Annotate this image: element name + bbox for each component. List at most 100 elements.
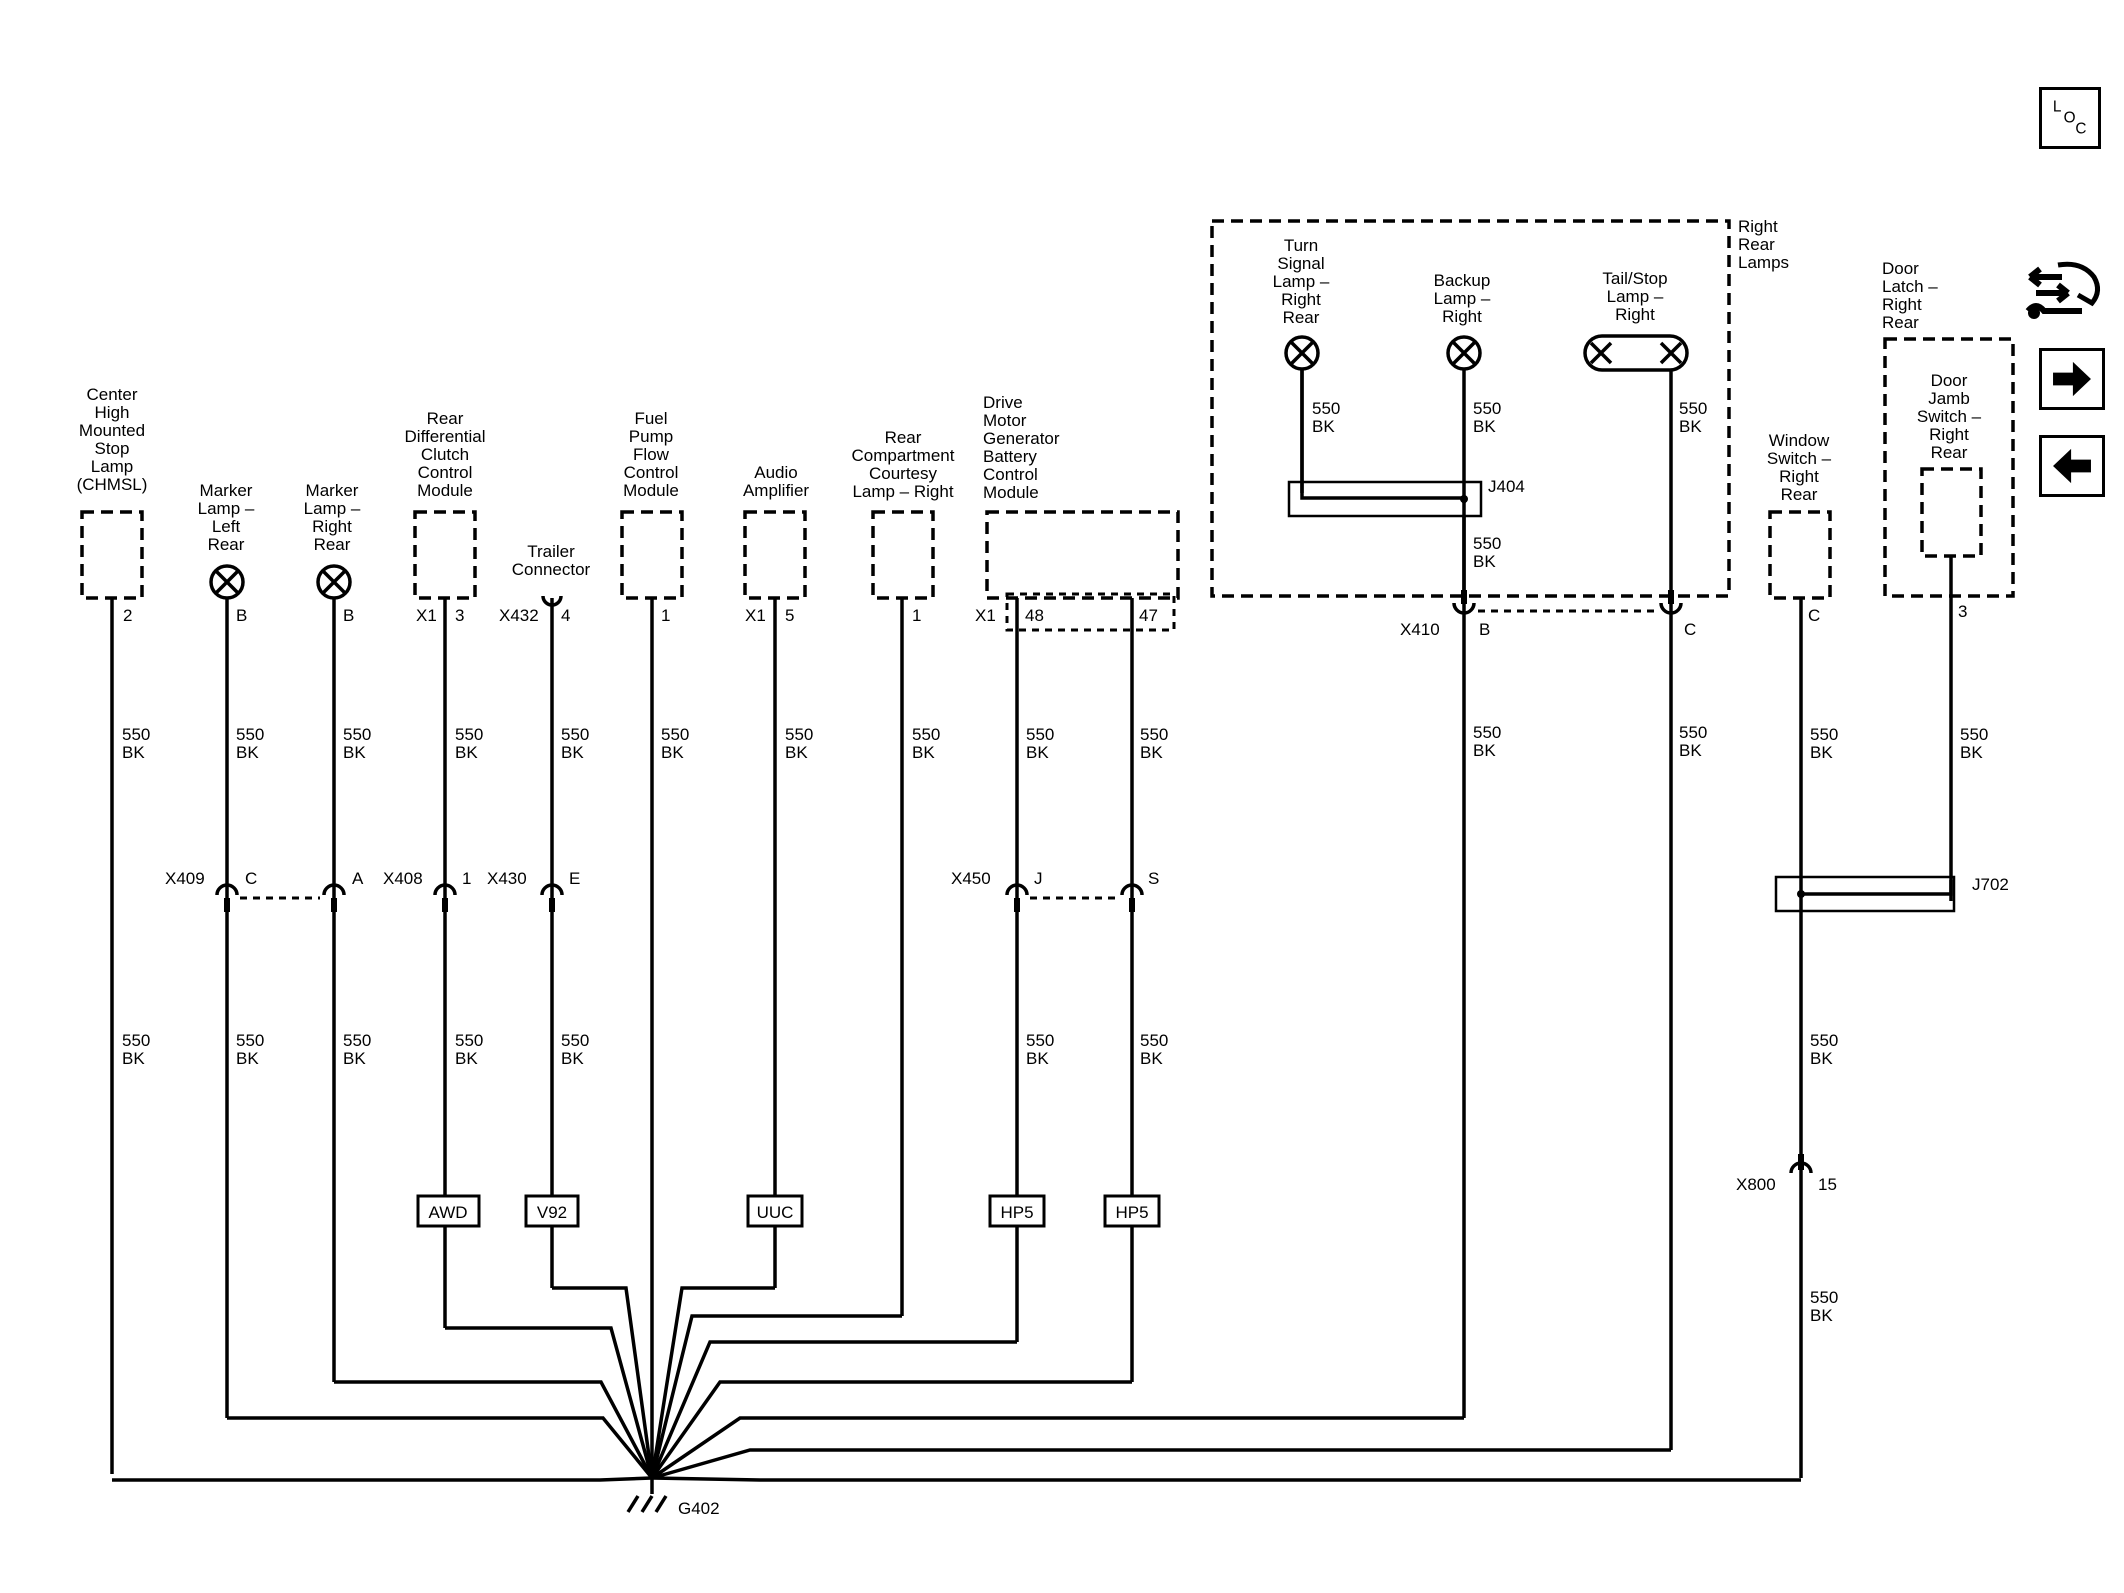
loc-button[interactable]: L O C	[2039, 87, 2101, 149]
backup-lamp-icon	[1446, 335, 1482, 371]
pin-audio-connector: X1	[745, 606, 766, 625]
inline-connectors	[215, 590, 1813, 1174]
marker-lamp-right-rear-icon	[316, 564, 352, 600]
label-x409: X409	[165, 869, 205, 888]
pin-fpfcm: 1	[661, 606, 670, 625]
label-x450-j: J	[1034, 869, 1043, 888]
pin-trailer: 4	[561, 606, 570, 625]
label-x450-s: S	[1148, 869, 1159, 888]
label-x450: X450	[951, 869, 991, 888]
label-x410-b: B	[1479, 620, 1490, 639]
ground-icon	[626, 1478, 668, 1513]
right-rear-lamps-box	[1210, 219, 1731, 598]
door-jamb-switch-box	[1920, 467, 1983, 558]
option-hp5-b: HP5	[1115, 1203, 1148, 1222]
svg-text:C: C	[2075, 120, 2086, 137]
connector-end-view-button[interactable]	[2022, 255, 2106, 327]
label-x409-a: A	[352, 869, 364, 888]
dmgbcm-box	[985, 510, 1180, 600]
rdccm-box	[413, 510, 477, 600]
audio-amplifier-box	[743, 510, 807, 600]
pin-rcc: 1	[912, 606, 921, 625]
door-latch-box	[1883, 337, 2015, 598]
dmgbcm-connector-box	[1005, 592, 1176, 632]
arrow-left-icon	[2053, 448, 2091, 484]
option-awd: AWD	[428, 1203, 467, 1222]
label-x408: X408	[383, 869, 423, 888]
svg-text:O: O	[2064, 110, 2076, 127]
option-hp5-a: HP5	[1000, 1203, 1033, 1222]
pin-rdccm-connector: X1	[416, 606, 437, 625]
pin-rdccm: 3	[455, 606, 464, 625]
pin-trailer-connector: X432	[499, 606, 539, 625]
wires	[110, 369, 1953, 1482]
marker-lamp-left-rear-icon	[209, 564, 245, 600]
label-x430-e: E	[569, 869, 580, 888]
label-j702: J702	[1972, 875, 2009, 894]
pin-marker-lr: B	[236, 606, 247, 625]
label-x800: X800	[1736, 1175, 1776, 1194]
pin-dmg-48: 48	[1025, 606, 1044, 625]
label-x410-c: C	[1684, 620, 1696, 639]
connector-harness-icon	[2025, 261, 2100, 319]
chmsl-box	[80, 510, 144, 600]
arrow-right-icon	[2053, 361, 2091, 397]
window-switch-box	[1768, 510, 1832, 600]
pin-marker-rr: B	[343, 606, 354, 625]
label-j404: J404	[1488, 477, 1525, 496]
option-boxes: AWD V92 UUC HP5 HP5	[416, 1194, 1161, 1228]
pin-door-jamb: 3	[1958, 602, 1967, 621]
previous-page-button[interactable]	[2039, 435, 2105, 497]
label-x408-1: 1	[462, 869, 471, 888]
loc-icon: L O C	[2053, 99, 2087, 138]
next-page-button[interactable]	[2039, 348, 2105, 410]
splice-j702	[1774, 875, 1956, 913]
option-uuc: UUC	[757, 1203, 794, 1222]
turn-signal-lamp-icon	[1284, 335, 1320, 371]
label-x410: X410	[1400, 620, 1440, 639]
pin-chmsl: 2	[123, 606, 132, 625]
splice-j404	[1287, 480, 1483, 518]
rcc-lamp-box	[871, 510, 935, 600]
pin-audio: 5	[785, 606, 794, 625]
pin-window-switch: C	[1808, 606, 1820, 625]
label-x430: X430	[487, 869, 527, 888]
svg-text:L: L	[2053, 99, 2062, 116]
